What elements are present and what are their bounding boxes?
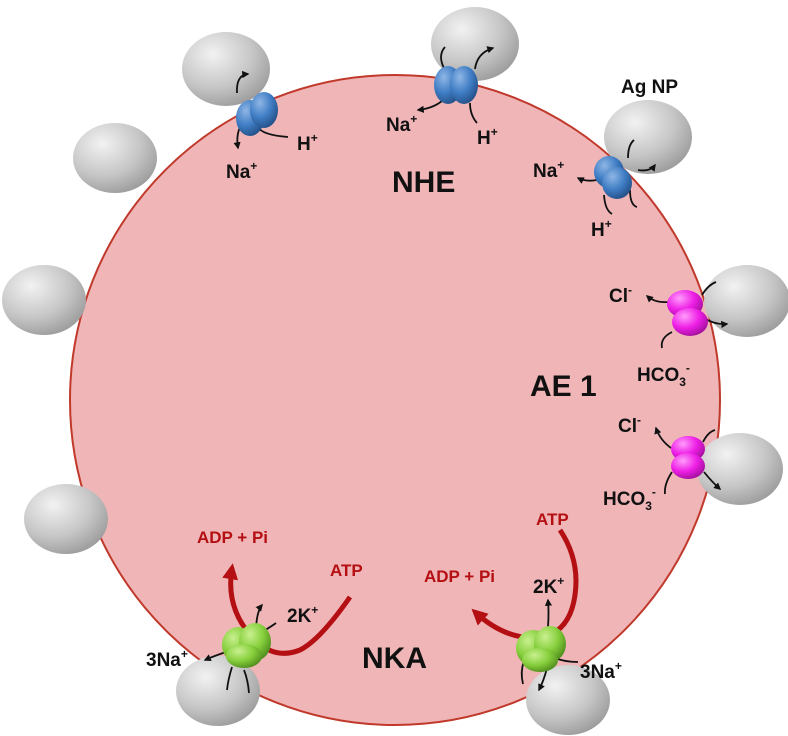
cl-ion-label: Cl- [609,283,632,307]
na3-ion-label: 3Na+ [146,647,188,671]
nka-pump-left [203,563,353,694]
atp-label: ATP [330,561,363,580]
nanoparticle [2,265,86,335]
k-ion-label: 2K+ [533,574,564,598]
k-ion-label: 2K+ [287,603,318,627]
atp-label: ATP [536,510,569,529]
cl-ion-label: Cl- [618,413,641,437]
na-ion-label: Na+ [226,159,257,183]
nanoparticle [526,665,610,735]
h-ion-label: H+ [297,131,318,155]
nanoparticle [697,433,783,505]
cell-membrane [69,74,721,726]
atp-hydrolysis-arrow [222,563,353,656]
h-ion-label: H+ [591,217,612,241]
ag-np-label: Ag NP [621,77,678,98]
nanoparticle [604,100,692,174]
ae1-label: AE 1 [530,370,597,403]
atp-hydrolysis-arrow [471,528,579,641]
nanoparticle [182,32,270,106]
adp-pi-label: ADP + Pi [424,567,495,586]
na3-ion-label: 3Na+ [580,659,622,683]
nhe-transporter [576,139,656,215]
ae1-transporter [654,426,722,495]
nhe-transporter [233,70,289,150]
nanoparticle [704,265,788,337]
nanoparticles [2,7,788,735]
nka-pump-right [471,528,579,692]
h-ion-label: H+ [477,125,498,149]
adp-pi-label: ADP + Pi [197,528,268,547]
nanoparticle [176,656,260,726]
na-ion-label: Na+ [386,112,417,136]
nka-label: NKA [362,642,427,675]
ae1-transporter [645,281,729,349]
nanoparticle [73,123,157,193]
hco3-ion-label: HCO3- [603,485,656,513]
hco3-ion-label: HCO3- [637,361,690,389]
nhe-transporter [416,46,495,124]
nanoparticle [431,7,519,81]
nhe-label: NHE [392,166,455,199]
na-ion-label: Na+ [533,158,564,182]
nanoparticle [24,484,108,554]
